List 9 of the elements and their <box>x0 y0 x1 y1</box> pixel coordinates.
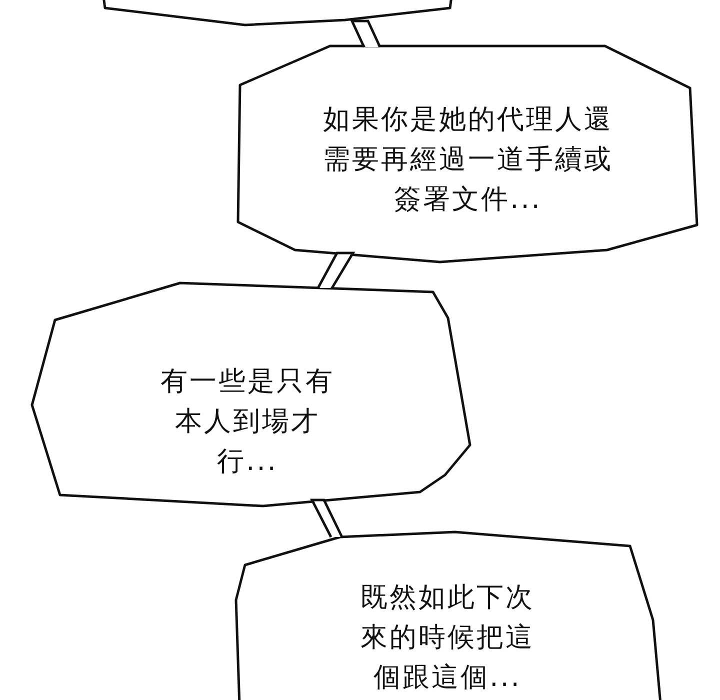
bubble-text: 如果你是她的代理人還需要再經過一道手續或簽署文件... <box>322 103 614 217</box>
bubble-text: 既然如此下次來的時候把這個跟這個... <box>360 581 536 695</box>
bubble-text: 有一些是只有本人到場才行... <box>160 365 336 479</box>
bubble-tail <box>310 498 344 538</box>
bubble-tail <box>316 252 356 290</box>
speech-bubble <box>32 283 470 506</box>
speech-bubble <box>238 46 697 262</box>
speech-bubble <box>236 532 662 700</box>
bubble-tail <box>350 20 382 48</box>
